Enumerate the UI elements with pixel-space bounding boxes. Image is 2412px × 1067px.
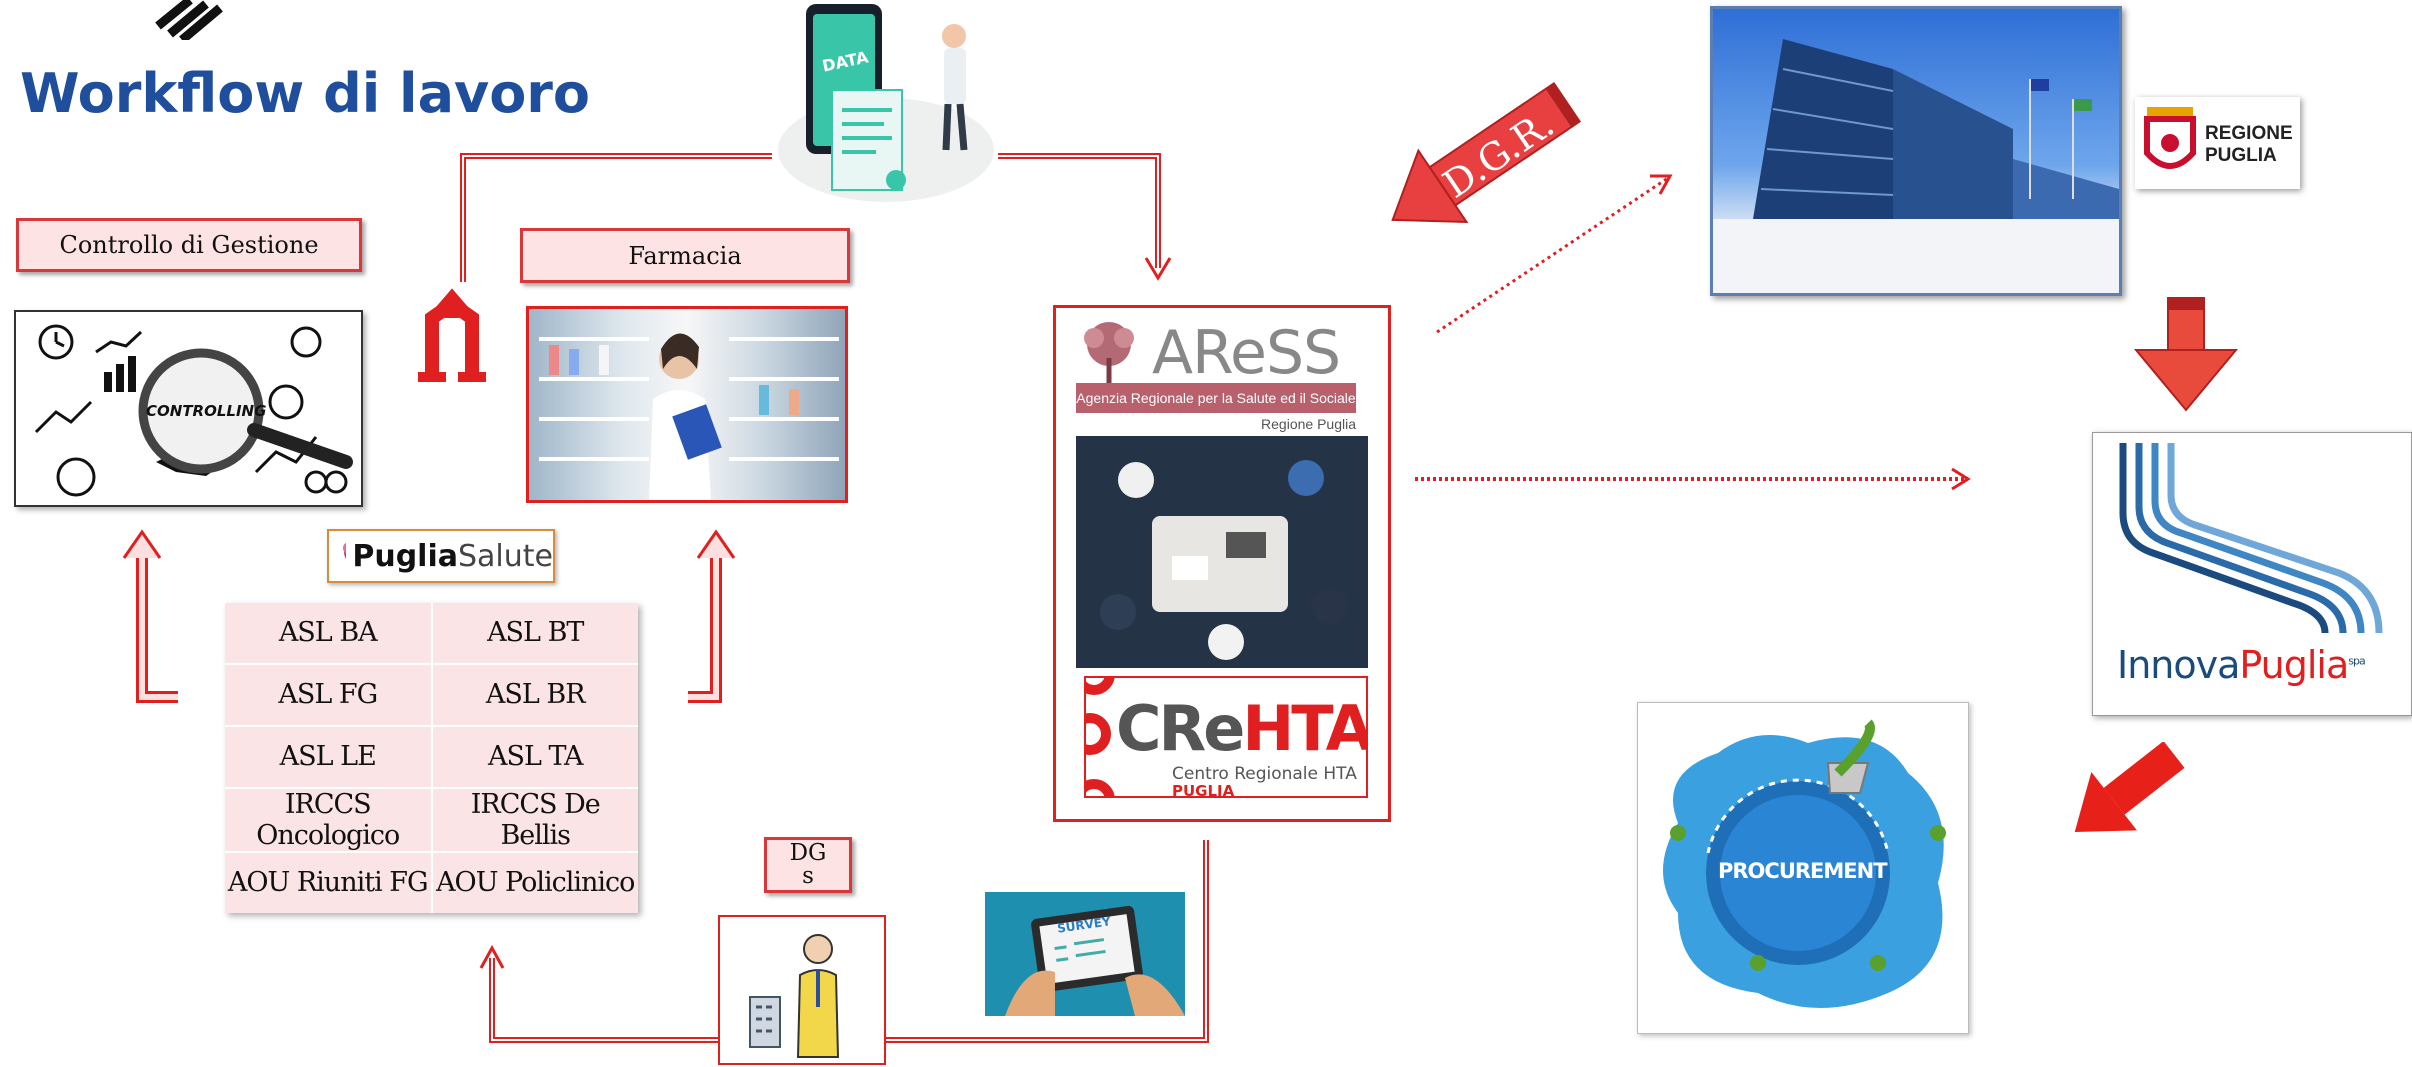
survey-image: SURVEY [985,892,1185,1016]
asl-cell: ASL TA [432,726,638,787]
aress-region: Regione Puglia [1261,416,1356,432]
innovapuglia-wordmark: InnovaPugliaspa [2117,643,2366,687]
farmacia-label: Farmacia [520,228,850,283]
aress-tree-icon [1084,322,1134,384]
controlling-diagram-icon [34,324,353,497]
innova-part: Innova [2117,643,2240,687]
asl-cell: ASL BA [225,603,431,663]
crehta-c: C [1116,692,1161,765]
meeting-table-icon [1076,436,1368,668]
asl-cell: AOU Riuniti FG [225,853,431,913]
pugliasalute-tree-icon [343,542,347,560]
asl-cell: ASL FG [225,664,431,725]
pugliasalute-logo: Puglia Salute [327,529,555,583]
director-box [718,915,886,1065]
businessman-icon [749,934,840,1058]
puglia-part: Puglia [2239,643,2349,687]
procurement-text: PROCUREMENT [1718,859,1888,883]
controllo-di-gestione-label: Controllo di Gestione [16,218,362,272]
meeting-photo [1076,436,1368,668]
innovapuglia-lines-icon [2119,443,2383,634]
data-analyst-icon [778,4,994,202]
asl-cell: IRCCS Oncologico [225,788,431,852]
regione-line2: PUGLIA [2205,145,2277,166]
crehta-logo: CReHTA Centro Regionale HTA PUGLIA [1084,676,1368,798]
dgr-arrow: D.G.R. [1375,80,1595,240]
procurement-globe-icon [1663,719,1946,1008]
asl-cell: IRCCS De Bellis [432,788,638,852]
page-title: Workflow di lavoro [20,62,591,125]
asl-cell: ASL LE [225,726,431,787]
pharmacist-icon [539,333,839,500]
pugliasalute-bold: Puglia [352,538,458,574]
spa-part: spa [2348,654,2365,668]
procurement-image: PROCUREMENT [1637,702,1969,1034]
regione-puglia-logo: REGIONE PUGLIA [2135,97,2300,189]
crehta-wordmark: CReHTA [1116,698,1366,760]
asl-table: ASL BA ASL BT ASL FG ASL BR ASL LE ASL T… [225,603,638,913]
crehta-ring-icon [1086,678,1115,796]
asl-cell: ASL BT [432,603,638,663]
regione-building-photo [1710,6,2122,296]
crehta-line1: Centro Regionale HTA [1172,764,1357,784]
pharmacy-photo [526,306,848,503]
diagonal-arrow-icon [2074,742,2185,832]
regione-line1: REGIONE [2205,123,2293,144]
controlling-image: CONTROLLING [14,310,363,507]
dgs-label: DG s [764,837,852,893]
asl-cell: AOU Policlinico [432,853,638,913]
regione-shield-icon [2144,107,2196,169]
asl-cell: ASL BR [432,664,638,725]
glass-building-icon [1713,39,2119,293]
dgr-arrow-icon [1391,81,1582,224]
controlling-text: CONTROLLING [146,402,267,420]
aress-logo: AReSS [1076,314,1376,414]
aress-name: AReSS [1152,318,1341,388]
crehta-hta: HTA [1242,692,1368,765]
aress-card: AReSS Agenzia Regionale per la Salute ed… [1053,305,1391,822]
aress-subtitle: Agenzia Regionale per la Salute ed il So… [1076,383,1356,413]
innovapuglia-logo: InnovaPugliaspa [2092,432,2412,716]
pugliasalute-light: Salute [458,538,553,574]
crehta-line2: PUGLIA [1172,782,1235,798]
down-arrow-icon [2134,297,2238,412]
corner-decoration [155,0,223,40]
dgs-text: DG s [789,840,827,889]
survey-tablet-icon [1005,905,1185,1016]
crehta-re: Re [1158,692,1246,765]
data-illustration: DATA [776,0,996,206]
